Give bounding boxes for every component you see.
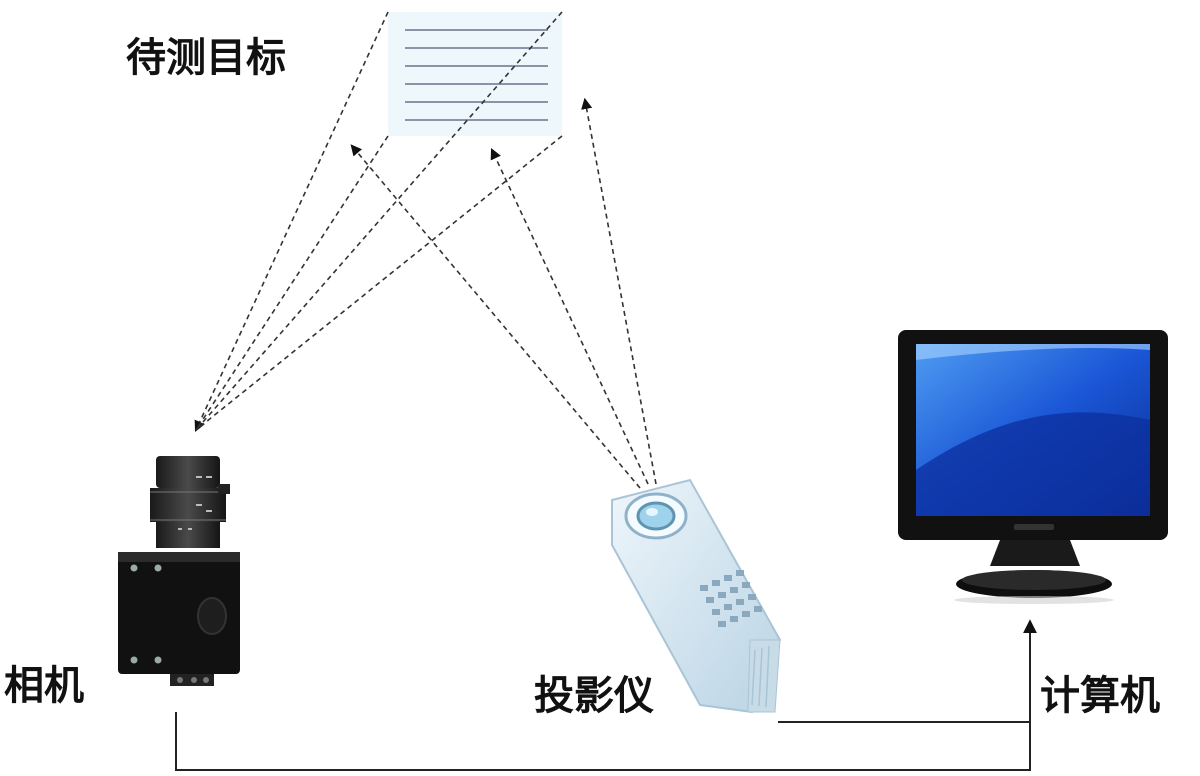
camera-lens-barrel — [156, 522, 220, 548]
target-object — [388, 12, 562, 136]
camera-label: 相机 — [4, 663, 84, 709]
ray-projector-target-1 — [350, 144, 641, 489]
ray-target-camera-3 — [195, 11, 563, 431]
fringe-lines — [405, 29, 548, 121]
target-panel — [388, 12, 562, 136]
projector-lens — [636, 501, 676, 531]
connection-wires — [175, 619, 1037, 771]
target-label: 待测目标 — [126, 35, 286, 81]
projector-label: 投影仪 — [534, 673, 654, 719]
ray-target-camera-1 — [194, 11, 389, 433]
ray-projector-target-3 — [581, 97, 657, 485]
monitor-neck — [990, 540, 1080, 566]
ray-target-camera-4 — [195, 135, 563, 431]
ray-projector-target-2 — [490, 147, 649, 485]
camera-body — [118, 552, 240, 674]
camera-lens-ring — [150, 488, 226, 522]
wire-camera-computer — [175, 619, 1037, 771]
computer-label: 计算机 — [1040, 673, 1160, 719]
ray-target-camera-2 — [195, 135, 389, 431]
projector-device — [611, 478, 782, 714]
camera-device — [118, 456, 240, 686]
camera-rays — [194, 11, 563, 433]
computer-monitor — [898, 330, 1168, 604]
camera-lens-hood — [156, 456, 220, 488]
projector-vents — [700, 570, 762, 627]
projector-rays — [350, 97, 657, 489]
monitor-logo-bar — [1014, 524, 1054, 530]
